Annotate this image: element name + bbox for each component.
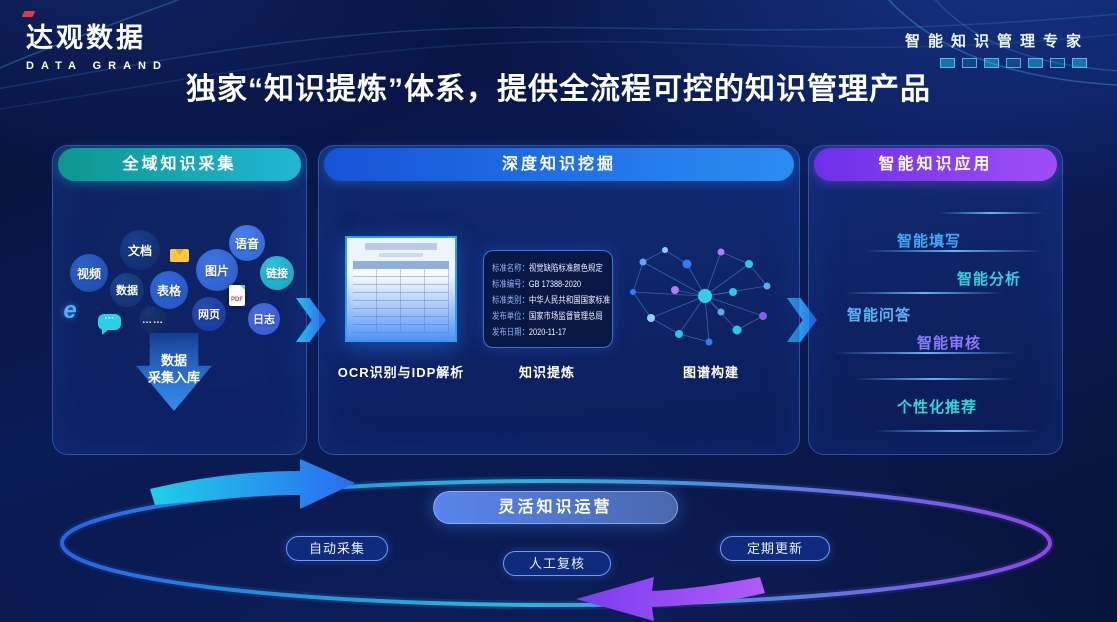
operation-pill-auto-collect: 自动采集 bbox=[286, 536, 388, 561]
tagline-decor-box bbox=[984, 58, 999, 68]
operation-pill-manual-review: 人工复核 bbox=[503, 551, 611, 576]
page-title: 独家“知识提炼”体系，提供全流程可控的知识管理产品 bbox=[186, 73, 931, 106]
source-bubble-video: 视频 bbox=[70, 254, 108, 292]
source-bubble-document: 文档 bbox=[120, 230, 160, 270]
decor-line bbox=[874, 430, 1039, 432]
field-key: 标准编号： bbox=[492, 279, 529, 289]
pdf-icon: PDF bbox=[229, 285, 245, 306]
source-bubble-webpage: 网页 bbox=[192, 297, 226, 331]
application-item-review: 智能审核 bbox=[917, 335, 982, 352]
source-bubble-data: 数据 bbox=[110, 273, 144, 307]
brand-name-en: DATA GRAND bbox=[26, 60, 168, 72]
ingest-label: 数据 采集入库 bbox=[114, 352, 234, 386]
tagline-decor-box bbox=[1028, 58, 1043, 68]
panel-knowledge-application: 智能知识应用 智能填写 智能分析 智能问答 智能审核 个性化推荐 bbox=[808, 145, 1063, 455]
ingest-label-line2: 采集入库 bbox=[147, 370, 200, 385]
panel-knowledge-collection: 全域知识采集 文档 语音 视频 图片 链接 数据 表格 网页 日志 …… PDF… bbox=[52, 145, 307, 455]
decor-line bbox=[939, 212, 1044, 214]
doc-title-line bbox=[365, 243, 437, 250]
step-label-ocr: OCR识别与IDP解析 bbox=[337, 365, 465, 380]
panel-header-application: 智能知识应用 bbox=[814, 148, 1057, 181]
field-row: 发布单位：国家市场监督管理总局 bbox=[492, 308, 604, 324]
tagline-decor bbox=[940, 58, 1087, 68]
brand-logo-cn: 达观数据 bbox=[21, 11, 168, 55]
decor-line bbox=[864, 250, 1044, 252]
decor-line bbox=[844, 292, 1004, 294]
application-item-qa: 智能问答 bbox=[847, 307, 912, 324]
tagline-decor-box bbox=[1006, 58, 1021, 68]
knowledge-graph-illustration bbox=[617, 234, 781, 356]
doc-subtitle-line bbox=[379, 253, 423, 257]
operation-pill-periodic-update: 定期更新 bbox=[720, 536, 830, 561]
field-value: GB 17388-2020 bbox=[528, 279, 582, 289]
tagline-decor-box bbox=[1072, 58, 1087, 68]
extracted-fields-card: 标准名称：视觉缺陷标准颜色规定 标准编号：GB 17388-2020 标准类别：… bbox=[483, 250, 613, 348]
field-key: 标准名称： bbox=[492, 263, 529, 273]
source-bubble-voice: 语音 bbox=[229, 225, 265, 261]
decor-line bbox=[854, 378, 1014, 380]
field-row: 标准类别：中华人民共和国国家标准 bbox=[492, 292, 610, 308]
panel-knowledge-mining: 深度知识挖掘 标准名称：视觉缺陷标准颜色规定 标准编号：GB 17388-202… bbox=[318, 145, 800, 455]
brand-logo: 达观数据 DATA GRAND bbox=[21, 11, 168, 72]
ocr-document-thumbnail bbox=[345, 236, 457, 342]
source-bubble-table: 表格 bbox=[150, 271, 188, 309]
field-key: 发布单位： bbox=[492, 311, 529, 321]
field-key: 标准类别： bbox=[492, 295, 529, 305]
field-value: 中华人民共和国国家标准 bbox=[528, 295, 611, 305]
decor-line bbox=[834, 352, 1019, 354]
pdf-icon-label: PDF bbox=[231, 297, 243, 303]
source-bubble-log: 日志 bbox=[248, 303, 280, 335]
field-row: 发布日期：2020-11-17 bbox=[492, 324, 604, 340]
ingest-label-line1: 数据 bbox=[160, 353, 187, 368]
field-key: 发布日期： bbox=[492, 327, 529, 337]
application-item-analysis: 智能分析 bbox=[957, 271, 1022, 288]
brand-name-cn: 达观数据 bbox=[26, 23, 146, 53]
step-label-extraction: 知识提炼 bbox=[518, 365, 575, 380]
tagline-decor-box bbox=[1050, 58, 1065, 68]
application-item-recommend: 个性化推荐 bbox=[897, 399, 978, 416]
browser-icon: e bbox=[63, 297, 77, 324]
panel-header-mining: 深度知识挖掘 bbox=[324, 148, 794, 181]
field-value: 2020-11-17 bbox=[528, 327, 567, 337]
operation-loop-illustration bbox=[57, 459, 1055, 621]
panel-header-collection: 全域知识采集 bbox=[58, 148, 301, 181]
operation-center-pill: 灵活知识运营 bbox=[433, 491, 678, 524]
field-value: 国家市场监督管理总局 bbox=[528, 311, 603, 321]
source-bubble-more: …… bbox=[139, 306, 167, 334]
source-bubble-link: 链接 bbox=[260, 256, 294, 290]
tagline-decor-box bbox=[962, 58, 977, 68]
source-bubble-image: 图片 bbox=[196, 249, 238, 291]
tagline-decor-box bbox=[940, 58, 955, 68]
tagline: 智能知识管理专家 bbox=[904, 33, 1089, 50]
chat-icon: ··· bbox=[98, 314, 121, 335]
mail-icon bbox=[170, 249, 189, 262]
field-value: 视觉缺陷标准颜色规定 bbox=[528, 263, 603, 273]
step-label-graph: 图谱构建 bbox=[682, 365, 739, 380]
field-row: 标准编号：GB 17388-2020 bbox=[492, 276, 604, 292]
application-item-fill: 智能填写 bbox=[897, 233, 962, 250]
doc-table-grid bbox=[353, 261, 449, 333]
field-row: 标准名称：视觉缺陷标准颜色规定 bbox=[492, 260, 604, 276]
logo-accent-mark-icon bbox=[21, 11, 36, 17]
